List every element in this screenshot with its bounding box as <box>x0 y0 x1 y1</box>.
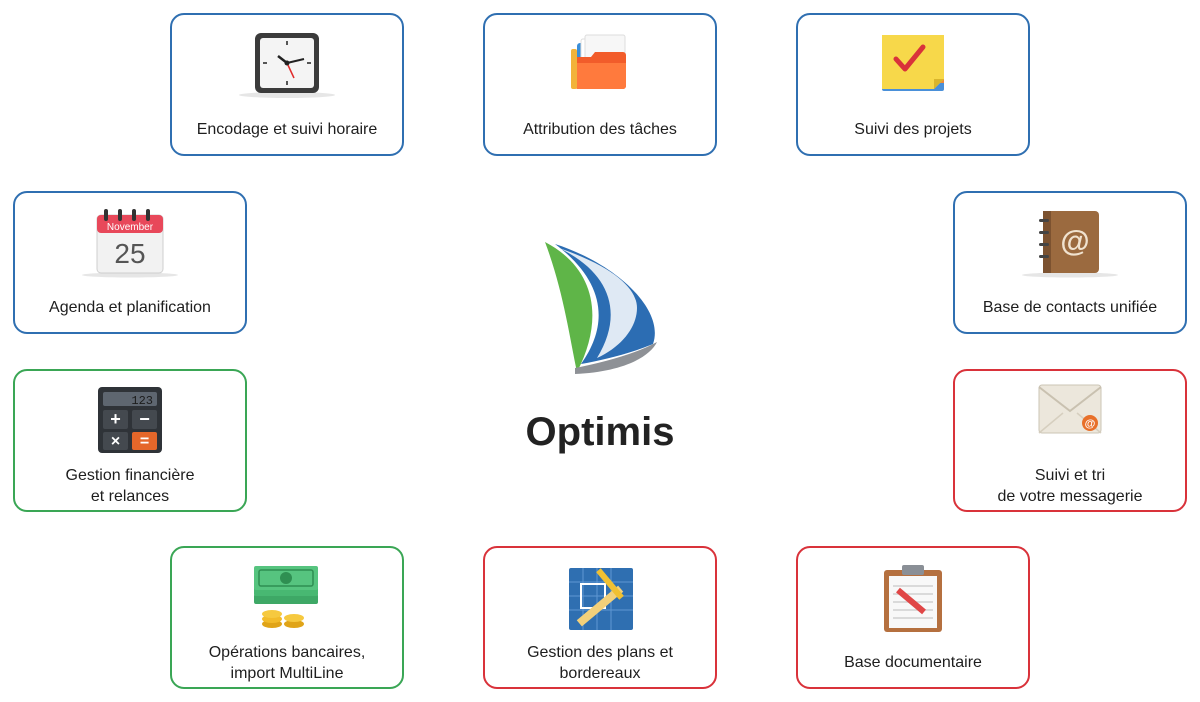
svg-text:=: = <box>140 433 149 450</box>
card-messagerie[interactable]: @ Suivi et tri de votre messagerie <box>953 369 1187 512</box>
label-line-2: et relances <box>90 487 170 505</box>
label-line-1: Encodage et suivi horaire <box>196 121 378 138</box>
svg-text:×: × <box>111 433 120 450</box>
clock-icon <box>172 29 402 101</box>
label-line-1: Base documentaire <box>844 654 982 671</box>
address-book-icon: @ <box>955 207 1185 279</box>
label-line-1: Attribution des tâches <box>523 121 677 138</box>
svg-text:@: @ <box>1085 418 1096 430</box>
svg-text:+: + <box>110 409 121 429</box>
card-documents-label: Base documentaire <box>804 644 1022 681</box>
label-line-2: bordereaux <box>559 664 641 682</box>
card-contacts[interactable]: @ Base de contacts unifiée <box>953 191 1187 334</box>
card-plans[interactable]: Gestion des plans et bordereaux <box>483 546 717 689</box>
folder-icon <box>485 29 715 101</box>
card-encodage-label: Encodage et suivi horaire <box>178 111 396 148</box>
card-attribution[interactable]: Attribution des tâches <box>483 13 717 156</box>
brand-name: Optimis <box>525 410 675 454</box>
card-encodage[interactable]: Encodage et suivi horaire <box>170 13 404 156</box>
card-bancaires-label: Opérations bancaires, import MultiLine <box>178 643 396 682</box>
card-bancaires[interactable]: Opérations bancaires, import MultiLine <box>170 546 404 689</box>
card-messagerie-label: Suivi et tri de votre messagerie <box>961 466 1179 505</box>
card-agenda-label: Agenda et planification <box>21 289 239 326</box>
card-documents[interactable]: Base documentaire <box>796 546 1030 689</box>
calendar-month: November <box>107 222 154 233</box>
card-projets[interactable]: Suivi des projets <box>796 13 1030 156</box>
card-projets-label: Suivi des projets <box>804 111 1022 148</box>
card-plans-label: Gestion des plans et bordereaux <box>491 643 709 682</box>
label-line-1: Agenda et planification <box>49 299 211 316</box>
label-line-1: Opérations bancaires, <box>208 643 366 661</box>
calculator-display: 123 <box>131 394 153 408</box>
label-line-1: Base de contacts unifiée <box>982 299 1158 316</box>
card-finance-label: Gestion financière et relances <box>21 466 239 505</box>
money-icon <box>172 562 402 634</box>
envelope-icon: @ <box>955 377 1185 449</box>
svg-text:−: − <box>139 409 150 429</box>
label-line-2: de votre messagerie <box>997 487 1143 505</box>
optimis-logo-icon <box>545 242 657 374</box>
calculator-icon: 123 + − × = <box>15 385 245 457</box>
calendar-day: 25 <box>114 238 145 269</box>
blueprint-icon <box>485 562 715 634</box>
clipboard-icon <box>798 562 1028 634</box>
label-line-1: Suivi et tri <box>1034 466 1106 484</box>
label-line-1: Gestion financière <box>65 466 195 484</box>
calendar-icon: November 25 <box>15 207 245 279</box>
card-agenda[interactable]: November 25 Agenda et planification <box>13 191 247 334</box>
sticky-note-icon <box>798 29 1028 101</box>
label-line-1: Suivi des projets <box>854 121 972 138</box>
svg-text:@: @ <box>1060 225 1089 258</box>
label-line-2: import MultiLine <box>230 664 344 682</box>
card-contacts-label: Base de contacts unifiée <box>961 289 1179 326</box>
card-attribution-label: Attribution des tâches <box>491 111 709 148</box>
card-finance[interactable]: 123 + − × = Gestion financière et relance… <box>13 369 247 512</box>
label-line-1: Gestion des plans et <box>527 643 673 661</box>
